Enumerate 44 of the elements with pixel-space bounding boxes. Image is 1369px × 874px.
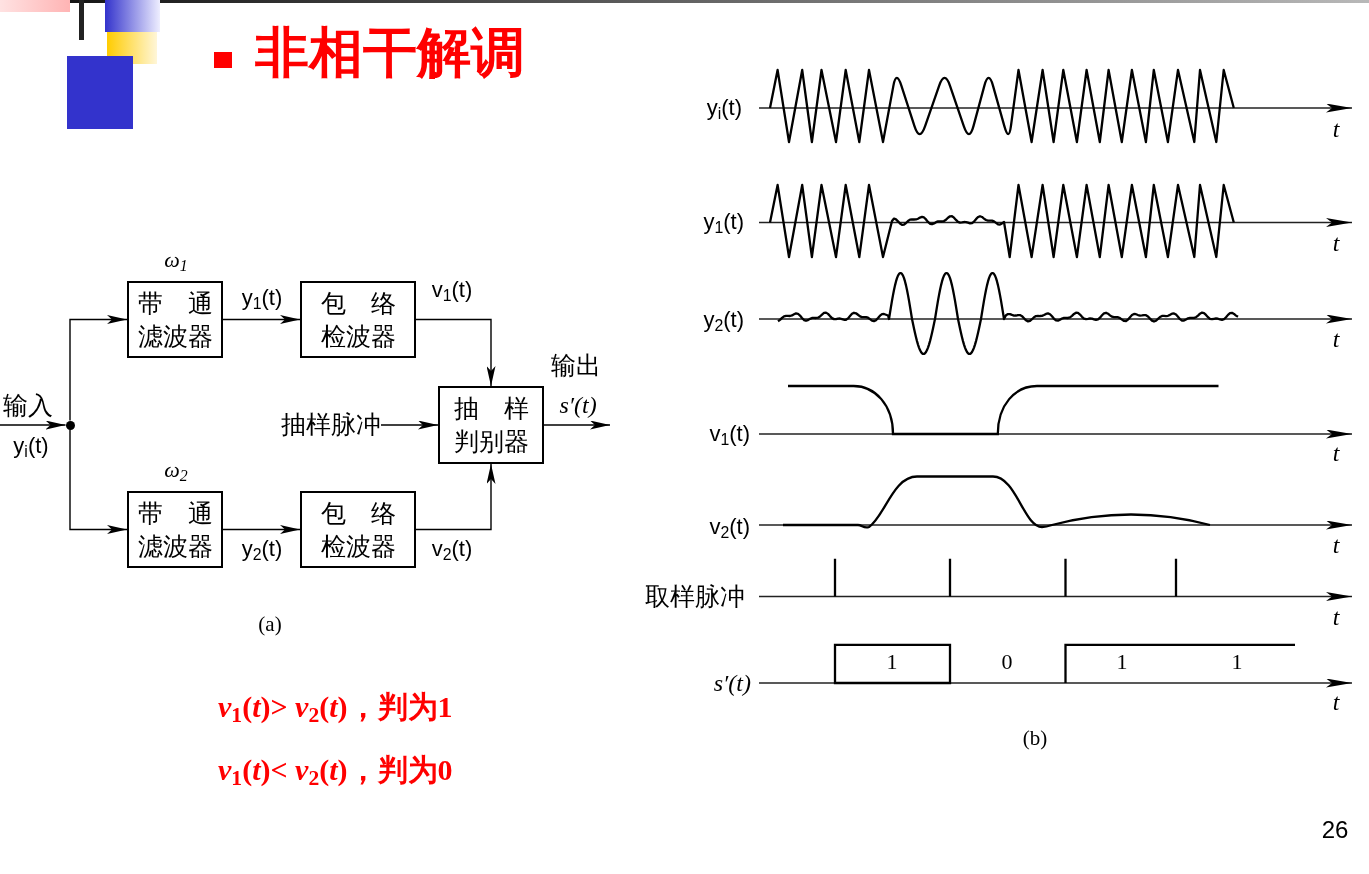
output-label: 输出 <box>551 351 601 381</box>
arrow <box>543 420 611 430</box>
input-label: 输入 <box>0 391 53 425</box>
bit-label: 1 <box>1116 648 1128 676</box>
axis-label: t <box>1332 114 1340 144</box>
axis-label: t <box>1332 687 1340 717</box>
axis-label: t <box>1332 228 1340 258</box>
decision-rule: v$_{1}$(t)> v$_{2}$(t)，判为1 <box>218 689 453 725</box>
axis-label: t <box>1332 602 1340 632</box>
frequency-label: ω$_{1}$ <box>164 246 188 274</box>
frequency-label: ω$_{2}$ <box>164 456 188 484</box>
process-box: 包络检波器 <box>300 491 416 568</box>
arrow <box>415 463 496 531</box>
signal-label: y$_{2}$(t) <box>703 306 744 334</box>
signal-label: y$_{1}$(t) <box>703 208 744 236</box>
figure-caption: (b) <box>1022 726 1048 752</box>
bit-label: 0 <box>1001 648 1013 676</box>
figure-caption: (a) <box>258 612 282 638</box>
process-box: 包络检波器 <box>300 281 416 358</box>
arrow <box>0 420 67 430</box>
page-number: 26 <box>1321 815 1349 845</box>
arrow <box>222 525 301 534</box>
arrow <box>380 420 439 430</box>
signal-label: v$_{1}$(t) <box>709 420 750 448</box>
axis-label: t <box>1332 324 1340 354</box>
signal-label: s′(t) <box>713 668 751 698</box>
axis-label: t <box>1332 438 1340 468</box>
bit-label: 1 <box>1231 648 1243 676</box>
slide-title: 非相干解调 <box>255 23 525 83</box>
arrow <box>222 315 301 324</box>
junction-dot <box>65 420 75 430</box>
arrow <box>69 428 128 534</box>
signal-label: 抽样脉冲 <box>281 410 381 440</box>
arrow <box>415 318 496 387</box>
axis-label: t <box>1332 530 1340 560</box>
arrow <box>69 315 128 422</box>
decision-rule: v$_{1}$(t)< v$_{2}$(t)，判为0 <box>218 752 453 788</box>
process-box: 抽样判别器 <box>438 386 544 464</box>
signal-label: 取样脉冲 <box>645 582 745 612</box>
signal-label: y$_{i}$(t) <box>706 94 742 122</box>
process-box: 带通滤波器 <box>127 491 223 568</box>
process-box: 带通滤波器 <box>127 281 223 358</box>
signal-label: v$_{2}$(t) <box>709 513 750 541</box>
bit-label: 1 <box>886 648 898 676</box>
